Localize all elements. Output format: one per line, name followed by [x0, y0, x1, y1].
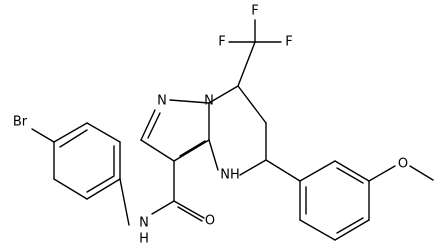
bond-c3-c3a-double	[179, 140, 206, 157]
bond-br1	[86, 178, 121, 200]
bond-ar-double1	[336, 167, 364, 184]
bond-n-c2	[140, 109, 156, 141]
bond-nh-aryl	[119, 178, 130, 226]
bond-br-double1	[86, 175, 115, 193]
atom-labels: F F F Br N N NH O O N H	[13, 4, 408, 247]
bond-n-n	[169, 99, 210, 104]
bond-ar-double2	[336, 217, 364, 234]
bond-ar-o	[368, 165, 396, 182]
bond-cf3-c7	[237, 41, 256, 87]
bond-c5-nh	[239, 159, 267, 176]
bond-c5-aryl	[265, 159, 301, 182]
bond-c-nh	[151, 200, 175, 215]
atom-f2: F	[285, 35, 292, 50]
bond-c2-c3	[140, 139, 175, 162]
atom-o-methoxy: O	[398, 157, 408, 172]
bond-ar4	[334, 219, 370, 241]
atom-n-amide: N	[139, 216, 149, 231]
bond-ar2	[334, 160, 370, 182]
bond-nh-c3a	[208, 139, 219, 171]
bond-c3-c3a	[173, 139, 210, 162]
bond-c-br	[31, 128, 55, 143]
bromophenyl-group	[31, 122, 121, 200]
methoxyphenyl-group	[265, 159, 434, 241]
carboxamide-group	[119, 160, 205, 226]
bond-br2	[53, 178, 88, 200]
atom-o-carbonyl: O	[205, 214, 215, 229]
atom-nh-ring: NH	[220, 168, 240, 183]
bond-c-o-double	[177, 206, 203, 222]
atom-h-amide: H	[139, 232, 149, 247]
bond-c7-n	[208, 85, 239, 104]
atom-f3: F	[251, 4, 258, 19]
atom-f1: F	[218, 35, 225, 50]
bond-ar1	[299, 160, 336, 182]
atom-n-pyrazole: N	[157, 94, 167, 109]
bicyclic-core	[140, 85, 267, 176]
bond-c-o	[173, 200, 205, 219]
atom-br: Br	[13, 115, 28, 130]
trifluoromethyl-group	[228, 19, 282, 87]
bond-br-double2	[59, 129, 88, 148]
atom-n-bridge: N	[204, 94, 214, 109]
bond-br5	[86, 122, 121, 143]
bond-br4	[53, 122, 88, 143]
bond-c7-c6	[237, 85, 267, 124]
bond-n-c2-double	[147, 112, 161, 139]
bond-ar5	[299, 219, 336, 241]
bond-o-ch3	[409, 165, 434, 181]
